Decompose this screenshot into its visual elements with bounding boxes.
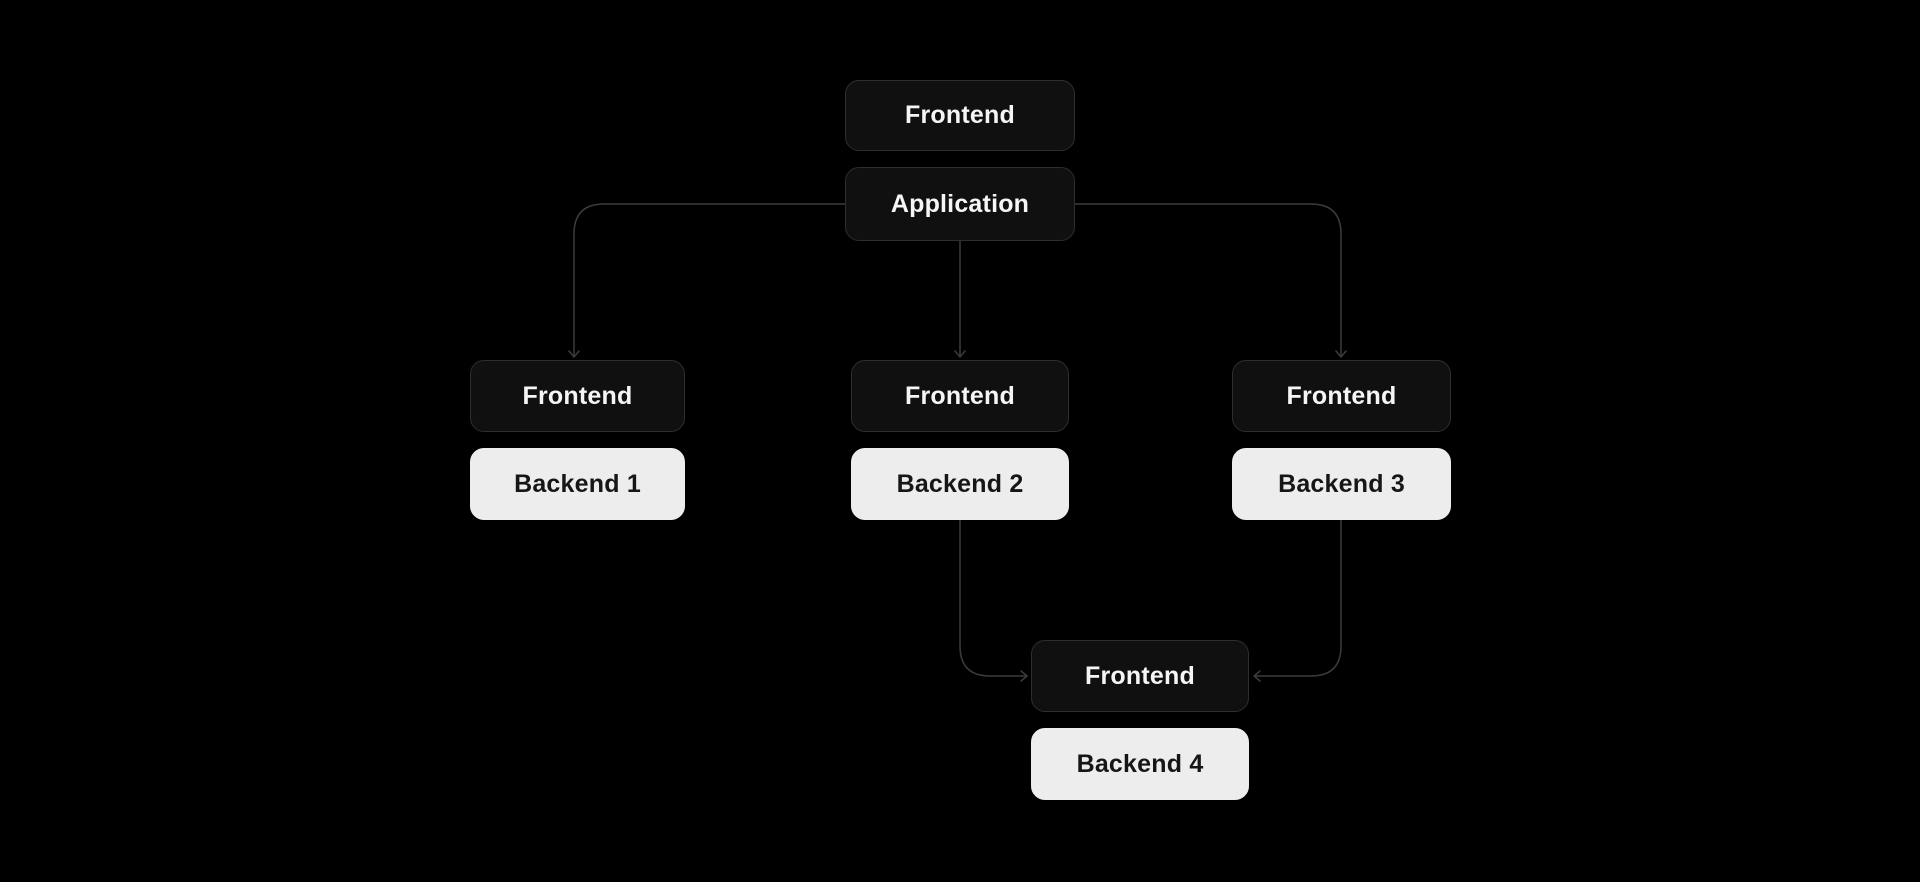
node-backend-4-label: Backend 4	[1076, 749, 1204, 778]
node-frontend-mid-label: Frontend	[905, 381, 1015, 410]
node-frontend-bottom-label: Frontend	[1085, 661, 1195, 690]
node-frontend-right-label: Frontend	[1286, 381, 1397, 410]
node-backend-4[interactable]: Backend 4	[1031, 728, 1249, 800]
node-frontend-bottom[interactable]: Frontend	[1031, 640, 1249, 712]
edge-application-to-frontend-right	[1075, 203, 1347, 358]
node-frontend-mid[interactable]: Frontend	[851, 360, 1069, 432]
edge-application-to-frontend-left	[568, 203, 845, 358]
node-frontend-left[interactable]: Frontend	[470, 360, 685, 432]
node-backend-2[interactable]: Backend 2	[851, 448, 1069, 520]
node-backend-2-label: Backend 2	[896, 469, 1024, 498]
edge-backend-3-to-frontend-bottom	[1253, 520, 1342, 682]
node-frontend-top-label: Frontend	[905, 101, 1015, 129]
node-backend-1-label: Backend 1	[514, 469, 641, 498]
node-backend-3[interactable]: Backend 3	[1232, 448, 1451, 520]
node-backend-1[interactable]: Backend 1	[470, 448, 685, 520]
node-frontend-top[interactable]: Frontend	[845, 80, 1075, 151]
node-frontend-left-label: Frontend	[522, 381, 633, 410]
node-backend-3-label: Backend 3	[1278, 469, 1405, 498]
node-frontend-right[interactable]: Frontend	[1232, 360, 1451, 432]
node-application-label: Application	[890, 189, 1030, 218]
node-application[interactable]: Application	[845, 167, 1075, 241]
edge-backend-2-to-frontend-bottom	[959, 520, 1028, 682]
